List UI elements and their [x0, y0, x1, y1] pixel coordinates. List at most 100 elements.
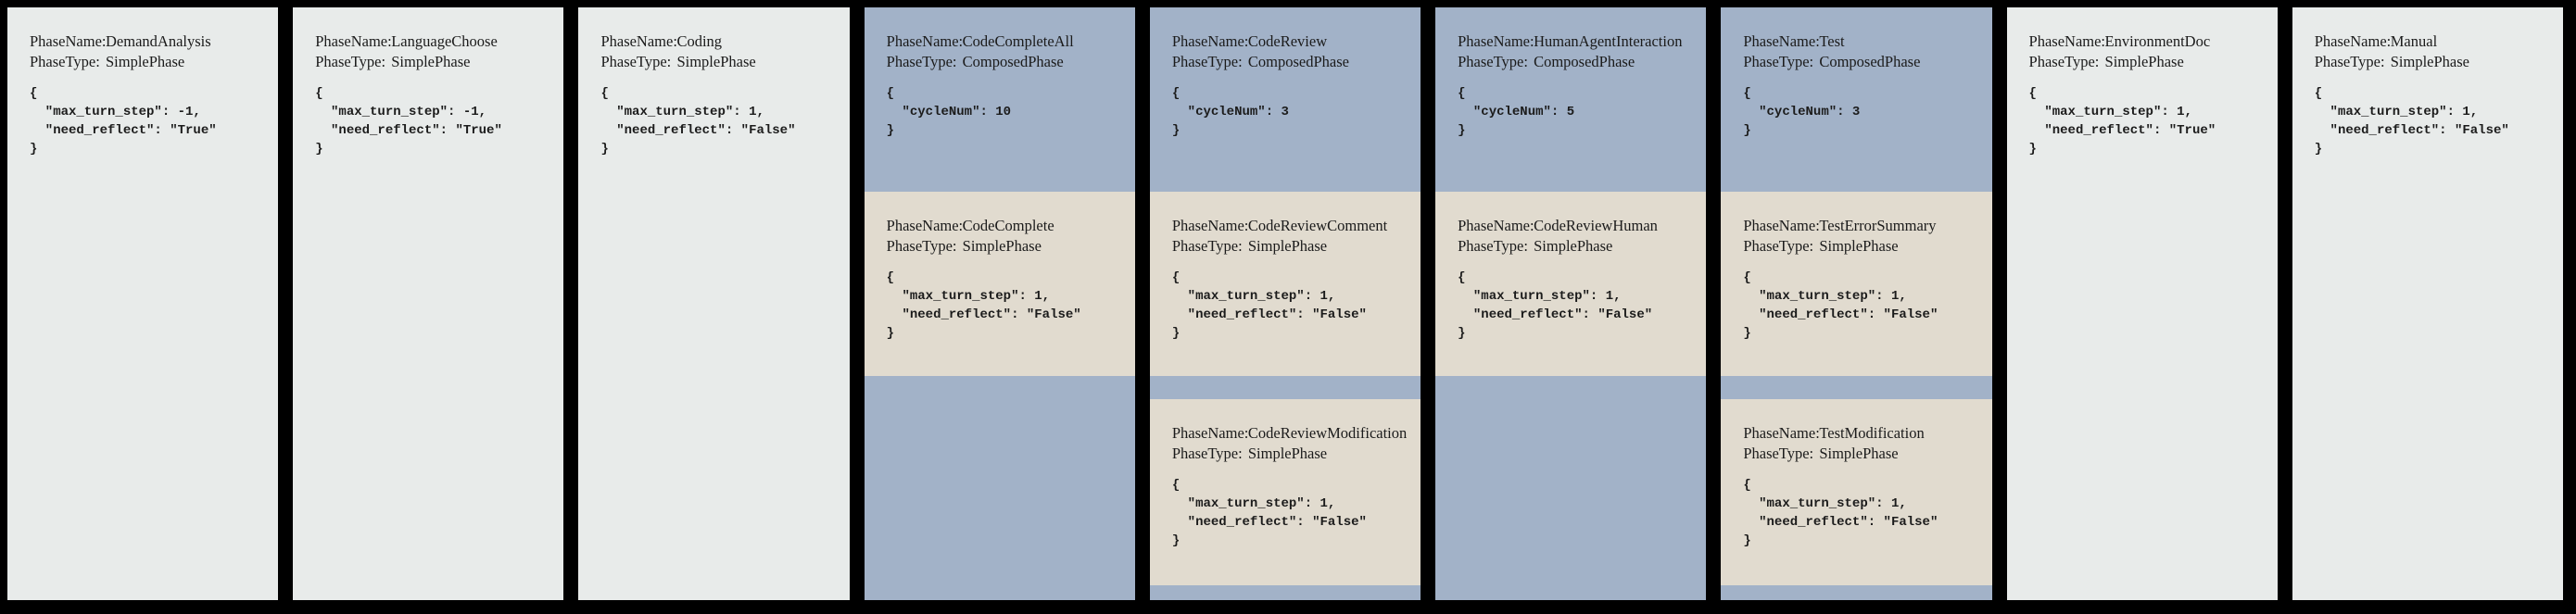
- phase-name-value: HumanAgentInteraction: [1534, 32, 1683, 50]
- phase-card-demand-analysis: PhaseName: DemandAnalysis PhaseType: Sim…: [7, 7, 279, 600]
- phase-name-value: CodeCompleteAll: [962, 32, 1074, 50]
- phase-info: PhaseName: TestModification PhaseType: S…: [1721, 399, 1991, 550]
- phase-name-row: PhaseName: Coding: [600, 31, 832, 52]
- phase-name-value: CodeReviewComment: [1247, 217, 1388, 234]
- phase-name-row: PhaseName: HumanAgentInteraction: [1458, 31, 1689, 52]
- phase-config-json: { "cycleNum": 10 }: [886, 86, 1012, 138]
- phase-type-row: PhaseType: SimplePhase: [1172, 444, 1404, 464]
- phase-type-label: PhaseType:: [1743, 445, 1814, 462]
- phase-type-label: PhaseType:: [886, 53, 957, 70]
- phase-name-label: PhaseName:: [315, 32, 392, 50]
- phase-type-value: SimplePhase: [962, 237, 1042, 255]
- phase-type-label: PhaseType:: [1743, 53, 1814, 70]
- phase-name-row: PhaseName: LanguageChoose: [315, 31, 547, 52]
- phase-type-row: PhaseType: SimplePhase: [887, 236, 1118, 257]
- phase-name-row: PhaseName: TestErrorSummary: [1743, 216, 1975, 236]
- phase-name-row: PhaseName: DemandAnalysis: [30, 31, 261, 52]
- phase-name-row: PhaseName: CodeCompleteAll: [887, 31, 1118, 52]
- phase-config-json: { "max_turn_step": 1, "need_reflect": "F…: [600, 86, 796, 157]
- phase-config-json: { "max_turn_step": -1, "need_reflect": "…: [30, 86, 217, 157]
- phase-name-label: PhaseName:: [1743, 217, 1820, 234]
- phase-config-json: { "cycleNum": 3 }: [1171, 86, 1289, 138]
- phase-info: PhaseName: CodeCompleteAll PhaseType: Co…: [865, 7, 1135, 192]
- phase-name-label: PhaseName:: [2028, 32, 2106, 50]
- phase-name-row: PhaseName: CodeComplete: [887, 216, 1118, 236]
- phase-config-json: { "max_turn_step": -1, "need_reflect": "…: [315, 86, 502, 157]
- phase-info: PhaseName: HumanAgentInteraction PhaseTy…: [1435, 7, 1706, 192]
- phase-config-json: { "max_turn_step": 1, "need_reflect": "F…: [1458, 270, 1653, 341]
- phase-name-label: PhaseName:: [1171, 32, 1249, 50]
- phase-card-coding: PhaseName: Coding PhaseType: SimplePhase…: [578, 7, 850, 600]
- phase-type-label: PhaseType:: [1458, 237, 1528, 255]
- phase-info: PhaseName: DemandAnalysis PhaseType: Sim…: [7, 7, 278, 192]
- phase-type-label: PhaseType:: [1171, 237, 1243, 255]
- phase-config-json: { "max_turn_step": 1, "need_reflect": "F…: [1171, 478, 1367, 548]
- phase-name-value: Coding: [676, 32, 723, 50]
- phase-type-row: PhaseType: SimplePhase: [600, 52, 832, 72]
- phase-name-label: PhaseName:: [30, 32, 107, 50]
- phase-type-value: SimplePhase: [676, 53, 756, 70]
- phase-type-value: SimplePhase: [1819, 445, 1899, 462]
- phase-name-value: DemandAnalysis: [106, 32, 211, 50]
- phase-info: PhaseName: CodeReviewModification PhaseT…: [1150, 399, 1421, 550]
- phase-name-value: Manual: [2390, 32, 2438, 50]
- phase-card-manual: PhaseName: Manual PhaseType: SimplePhase…: [2292, 7, 2563, 600]
- phase-type-value: SimplePhase: [1247, 445, 1328, 462]
- phase-type-label: PhaseType:: [2314, 53, 2385, 70]
- phase-name-label: PhaseName:: [1458, 217, 1534, 234]
- phase-name-label: PhaseName:: [886, 217, 964, 234]
- phase-info: PhaseName: TestErrorSummary PhaseType: S…: [1721, 192, 1991, 343]
- nested-phase-card-code-review-human: PhaseName: CodeReviewHuman PhaseType: Si…: [1435, 192, 1707, 376]
- phase-type-row: PhaseType: SimplePhase: [1172, 236, 1404, 257]
- phase-name-value: CodeReviewHuman: [1534, 217, 1658, 234]
- phase-type-value: SimplePhase: [2104, 53, 2184, 70]
- phase-config-json: { "max_turn_step": 1, "need_reflect": "F…: [1743, 478, 1938, 548]
- phase-config-json: { "max_turn_step": 1, "need_reflect": "F…: [1171, 270, 1367, 341]
- phase-type-value: SimplePhase: [1247, 237, 1328, 255]
- nested-phase-card-code-review-modification: PhaseName: CodeReviewModification PhaseT…: [1149, 399, 1421, 585]
- phase-name-label: PhaseName:: [886, 32, 964, 50]
- phase-info: PhaseName: CodeComplete PhaseType: Simpl…: [865, 192, 1135, 343]
- phase-config-json: { "cycleNum": 5 }: [1458, 86, 1575, 138]
- phase-card-code-review: PhaseName: CodeReview PhaseType: Compose…: [1149, 7, 1421, 600]
- phase-info: PhaseName: Manual PhaseType: SimplePhase…: [2292, 7, 2563, 192]
- phase-type-row: PhaseType: SimplePhase: [1743, 444, 1975, 464]
- phase-type-value: SimplePhase: [106, 53, 185, 70]
- phase-type-label: PhaseType:: [886, 237, 957, 255]
- phase-type-label: PhaseType:: [30, 53, 100, 70]
- nested-phase-card-code-review-comment: PhaseName: CodeReviewComment PhaseType: …: [1149, 192, 1421, 376]
- phase-name-value: CodeReviewModification: [1247, 424, 1408, 442]
- nested-phase-card-code-complete: PhaseName: CodeComplete PhaseType: Simpl…: [864, 192, 1135, 376]
- phase-type-value: ComposedPhase: [1247, 53, 1349, 70]
- phase-card-test: PhaseName: Test PhaseType: ComposedPhase…: [1721, 7, 1992, 600]
- phase-type-row: PhaseType: SimplePhase: [1458, 236, 1689, 257]
- nested-phase-card-test-modification: PhaseName: TestModification PhaseType: S…: [1721, 399, 1992, 585]
- phase-name-label: PhaseName:: [1171, 217, 1249, 234]
- phase-type-row: PhaseType: SimplePhase: [315, 52, 547, 72]
- phase-card-language-choose: PhaseName: LanguageChoose PhaseType: Sim…: [293, 7, 564, 600]
- phase-info: PhaseName: CodeReview PhaseType: Compose…: [1150, 7, 1421, 192]
- phase-type-value: ComposedPhase: [1819, 53, 1921, 70]
- phase-name-row: PhaseName: CodeReview: [1172, 31, 1404, 52]
- phase-name-value: EnvironmentDoc: [2104, 32, 2211, 50]
- phase-card-human-agent-interaction: PhaseName: HumanAgentInteraction PhaseTy…: [1435, 7, 1707, 600]
- phase-type-value: SimplePhase: [1534, 237, 1613, 255]
- phase-name-row: PhaseName: Test: [1743, 31, 1975, 52]
- phase-type-value: ComposedPhase: [1534, 53, 1635, 70]
- phase-type-row: PhaseType: SimplePhase: [1743, 236, 1975, 257]
- phase-type-label: PhaseType:: [2028, 53, 2100, 70]
- phase-name-label: PhaseName:: [1171, 424, 1249, 442]
- phase-name-value: TestModification: [1819, 424, 1925, 442]
- phase-config-json: { "max_turn_step": 1, "need_reflect": "T…: [2028, 86, 2216, 157]
- phase-card-code-complete-all: PhaseName: CodeCompleteAll PhaseType: Co…: [864, 7, 1135, 600]
- phase-name-label: PhaseName:: [1743, 32, 1820, 50]
- phase-type-label: PhaseType:: [1458, 53, 1528, 70]
- phase-name-row: PhaseName: CodeReviewModification: [1171, 423, 1408, 444]
- phase-type-row: PhaseType: SimplePhase: [2029, 52, 2261, 72]
- phase-type-value: SimplePhase: [1819, 237, 1899, 255]
- phase-type-row: PhaseType: ComposedPhase: [887, 52, 1118, 72]
- phase-name-row: PhaseName: TestModification: [1743, 423, 1975, 444]
- phase-type-row: PhaseType: SimplePhase: [2315, 52, 2546, 72]
- phase-name-row: PhaseName: CodeReviewHuman: [1458, 216, 1689, 236]
- phase-name-value: CodeReview: [1247, 32, 1328, 50]
